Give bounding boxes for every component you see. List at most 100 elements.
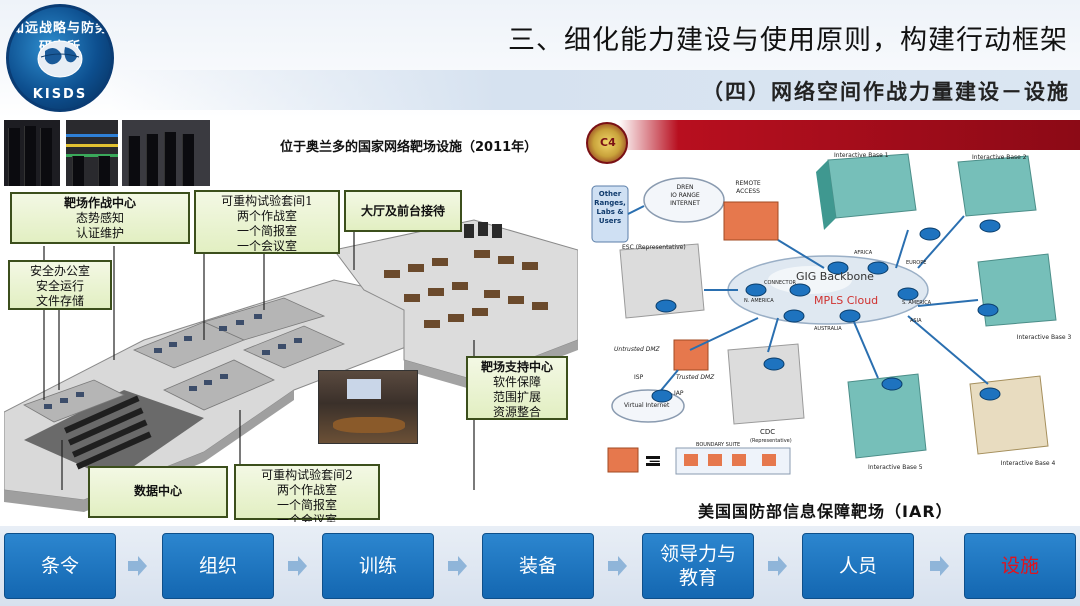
diagram-text: REMOTE	[718, 180, 778, 188]
nav-step-label: 条令	[41, 554, 79, 578]
callout-line: 数据中心	[90, 484, 226, 499]
diagram-text: INTERNET	[658, 200, 712, 208]
nav-step-training[interactable]: 训练	[322, 533, 434, 599]
projector-screen	[347, 379, 381, 399]
callout-line: 大厅及前台接待	[346, 204, 460, 219]
iap-label: IAP	[674, 390, 684, 397]
arrow-right-icon	[446, 555, 468, 577]
server-rack-photo-2	[66, 120, 118, 186]
callout-line: 文件存储	[10, 294, 110, 309]
arrow-right-icon	[126, 555, 148, 577]
north-america-label: N. AMERICA	[744, 298, 774, 304]
callout-line: 两个作战室	[236, 483, 378, 498]
globe-icon	[35, 37, 85, 81]
page-subtitle: （四）网络空间作战力量建设－设施	[702, 76, 1070, 106]
arrow-right-icon	[766, 555, 788, 577]
information-assurance-range-panel: C4	[578, 120, 1080, 522]
callout-range-operations-center: 靶场作战中心 态势感知 认证维护	[10, 192, 190, 244]
callout-line: 态势感知	[12, 211, 188, 226]
nav-step-label: 领导力与	[660, 542, 736, 566]
nav-step-materiel[interactable]: 装备	[482, 533, 594, 599]
south-america-label: S. AMERICA	[902, 300, 931, 306]
diagram-text: DREN	[658, 184, 712, 192]
other-ranges-label: Other Ranges, Labs & Users	[592, 190, 628, 226]
europe-label: EUROPE	[906, 260, 926, 266]
iar-caption: 美国国防部信息保障靶场（IAR）	[698, 498, 953, 522]
nav-step-label: 训练	[359, 554, 397, 578]
gig-backbone-label: GIG Backbone	[796, 270, 874, 283]
callout-line: 可重构试验套间1	[196, 194, 338, 209]
iar-banner	[578, 120, 1080, 150]
server-rack-photo-3	[122, 120, 210, 186]
interactive-base-4-label: Interactive Base 4	[998, 460, 1058, 467]
nav-step-label: 设施	[1001, 554, 1039, 578]
callout-secure-office: 安全办公室 安全运行 文件存储	[8, 260, 112, 310]
connector-label: CONNECTOR	[764, 280, 796, 286]
nav-step-label: 人员	[839, 554, 877, 578]
nav-step-personnel[interactable]: 人员	[802, 533, 914, 599]
callout-line: 靶场作战中心	[12, 196, 188, 211]
diagram-text: Labs &	[592, 208, 628, 217]
mpls-cloud-label: MPLS Cloud	[814, 294, 878, 307]
meeting-room-photo	[318, 370, 418, 444]
boundary-suite-label: BOUNDARY SUITE	[696, 442, 740, 448]
callout-line: 两个作战室	[196, 209, 338, 224]
trusted-dmz-label: Trusted DMZ	[676, 374, 714, 381]
callout-line: 一个会议室	[236, 513, 378, 522]
diagram-text: Users	[592, 217, 628, 226]
page-title: 三、细化能力建设与使用原则，构建行动框架	[508, 18, 1068, 57]
nav-step-leadership-education[interactable]: 领导力与 教育	[642, 533, 754, 599]
callout-data-center: 数据中心	[88, 466, 228, 518]
callout-line: 安全办公室	[10, 264, 110, 279]
national-cyber-range-panel: 位于奥兰多的国家网络靶场设施（2011年）	[4, 120, 578, 522]
callout-line: 资源整合	[468, 405, 566, 420]
esc-label: ESC (Representative)	[622, 244, 686, 251]
interactive-base-2-label: Interactive Base 2	[972, 154, 1027, 161]
diagram-text: Ranges,	[592, 199, 628, 208]
nav-step-organization[interactable]: 组织	[162, 533, 274, 599]
cdc-label: CDC	[760, 428, 775, 436]
isp-label: ISP	[634, 374, 643, 381]
callout-reconfigurable-suite-2: 可重构试验套间2 两个作战室 一个简报室 一个会议室	[234, 464, 380, 520]
callout-line: 一个会议室	[196, 239, 338, 254]
interactive-base-1-label: Interactive Base 1	[834, 152, 889, 159]
nav-step-label: 教育	[679, 566, 717, 590]
nav-step-facilities[interactable]: 设施	[964, 533, 1076, 599]
callout-range-support-center: 靶场支持中心 软件保障 范围扩展 资源整合	[466, 356, 568, 420]
diagram-text: Other	[592, 190, 628, 199]
callout-line: 软件保障	[468, 375, 566, 390]
server-rack-photo-1	[4, 120, 60, 186]
nav-step-label: 装备	[519, 554, 557, 578]
nav-step-label: 组织	[199, 554, 237, 578]
remote-access-label: REMOTE ACCESS	[718, 180, 778, 196]
arrow-right-icon	[286, 555, 308, 577]
dotmlpf-navigation: 条令 组织 训练 装备 领导力与 教育 人员 设施	[0, 526, 1080, 606]
conference-table	[333, 417, 405, 433]
iar-network-diagram	[578, 150, 1080, 480]
nav-step-doctrine[interactable]: 条令	[4, 533, 116, 599]
cdc-representative-label: (Representative)	[750, 438, 792, 444]
diagram-text: IO RANGE	[658, 192, 712, 200]
callout-line: 安全运行	[10, 279, 110, 294]
arrow-right-icon	[928, 555, 950, 577]
interactive-base-3-label: Interactive Base 3	[1014, 334, 1074, 341]
dren-label: DREN IO RANGE INTERNET	[658, 184, 712, 208]
slide-header: 知远战略与防务研究所 KISDS 三、细化能力建设与使用原则，构建行动框架 （四…	[0, 0, 1080, 118]
ncr-caption: 位于奥兰多的国家网络靶场设施（2011年）	[280, 136, 537, 155]
kisds-logo: 知远战略与防务研究所 KISDS	[6, 4, 114, 112]
virtual-internet-label: Virtual Internet	[624, 402, 669, 409]
callout-line: 范围扩展	[468, 390, 566, 405]
callout-line: 可重构试验套间2	[236, 468, 378, 483]
untrusted-dmz-label: Untrusted DMZ	[614, 346, 660, 353]
callout-reconfigurable-suite-1: 可重构试验套间1 两个作战室 一个简报室 一个会议室	[194, 190, 340, 254]
asia-label: ASIA	[910, 318, 922, 324]
callout-line: 靶场支持中心	[468, 360, 566, 375]
callout-line: 一个简报室	[196, 224, 338, 239]
interactive-base-5-label: Interactive Base 5	[868, 464, 923, 471]
australia-label: AUSTRALIA	[814, 326, 842, 332]
logo-abbreviation: KISDS	[9, 87, 111, 102]
seal-text: C4	[600, 136, 616, 149]
callout-line: 认证维护	[12, 226, 188, 241]
arrow-right-icon	[606, 555, 628, 577]
callout-lobby-reception: 大厅及前台接待	[344, 190, 462, 232]
